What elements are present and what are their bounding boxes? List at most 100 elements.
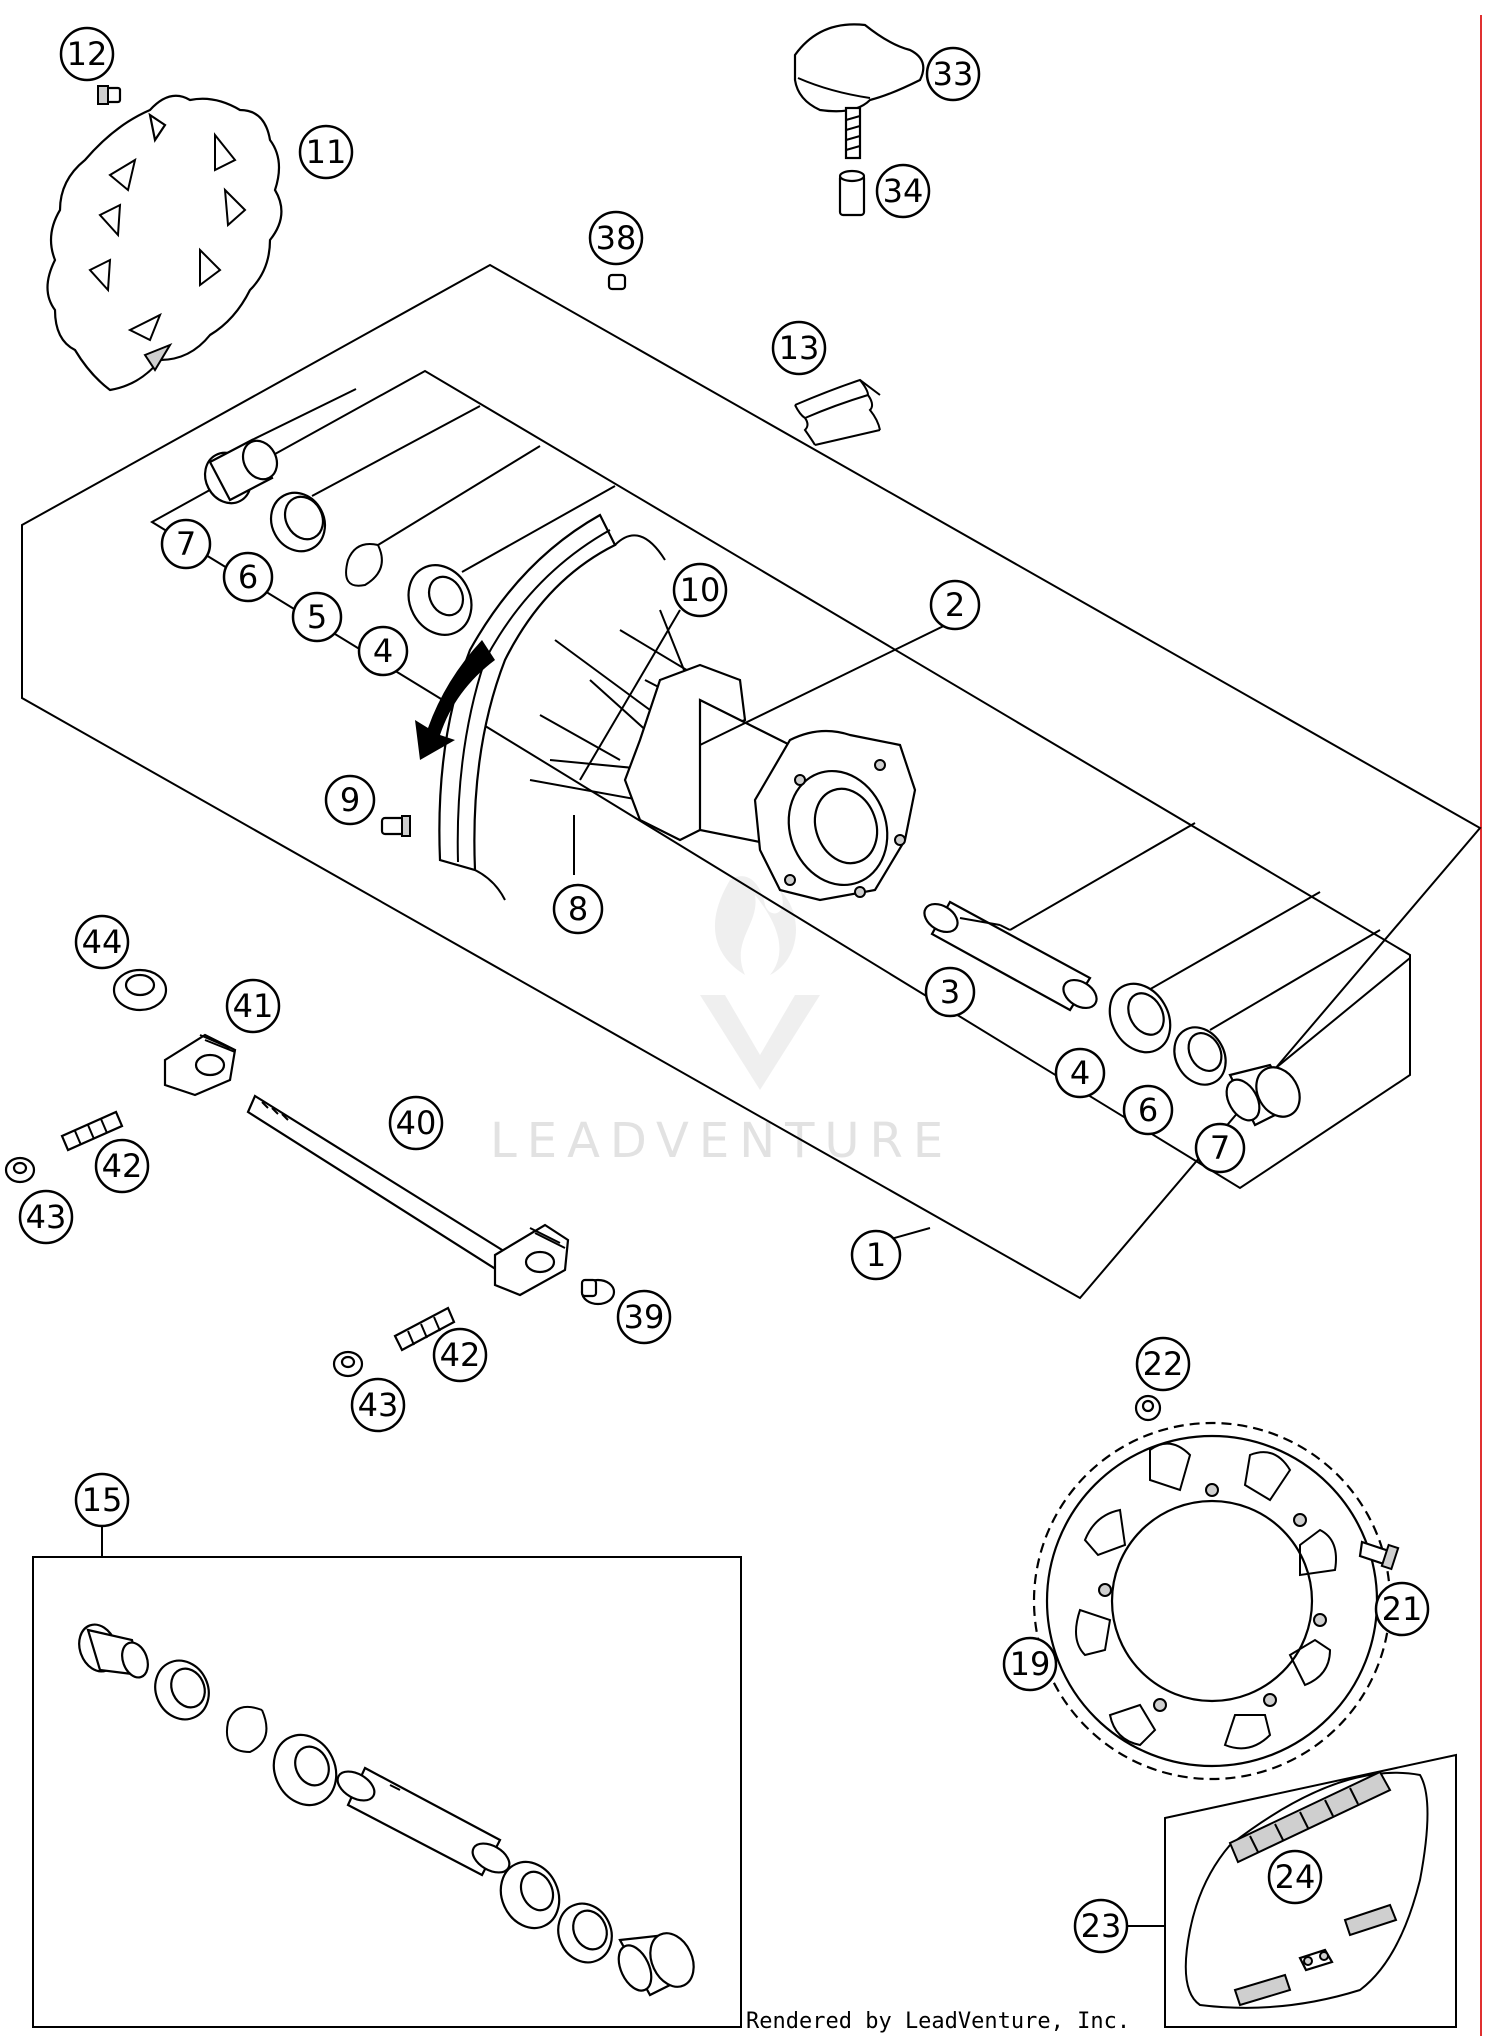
callout-34: 34	[875, 163, 931, 219]
kit-circlip	[226, 1706, 268, 1754]
sprocket-bolt	[1358, 1540, 1400, 1571]
master-link	[1298, 1948, 1334, 1972]
disc-bolt	[97, 85, 122, 105]
svg-text:40: 40	[396, 1104, 437, 1142]
rim-lock	[793, 23, 925, 160]
callout-23: 23	[1073, 1898, 1129, 1954]
axle-nut	[112, 968, 168, 1012]
chain-adjuster-left	[163, 1033, 237, 1097]
svg-text:4: 4	[1070, 1054, 1090, 1092]
svg-text:42: 42	[440, 1336, 481, 1374]
spoke-nipple	[380, 815, 411, 837]
rim-tape	[794, 378, 881, 446]
svg-text:8: 8	[568, 890, 588, 928]
kit-spacer-left	[78, 1623, 149, 1679]
svg-text:12: 12	[67, 35, 108, 73]
footer-credit: Rendered by LeadVenture, Inc.	[746, 2009, 1130, 2034]
sprocket-nut	[1134, 1394, 1162, 1422]
adjuster-nut-left	[4, 1156, 36, 1184]
rear-sprocket	[1032, 1421, 1392, 1781]
svg-text:33: 33	[933, 55, 974, 93]
callout-11: 11	[298, 124, 354, 180]
svg-text:39: 39	[624, 1298, 665, 1336]
callout-8: 8	[552, 883, 604, 935]
seal-right	[1173, 1026, 1227, 1086]
svg-text:24: 24	[1275, 1858, 1316, 1896]
adjuster-nut-right	[332, 1350, 364, 1378]
callout-44: 44	[74, 914, 130, 970]
callout-40: 40	[388, 1095, 444, 1151]
svg-text:42: 42	[102, 1147, 143, 1185]
svg-text:13: 13	[779, 329, 820, 367]
callout-13: 13	[771, 320, 827, 376]
callout-2: 2	[929, 579, 981, 631]
svg-text:22: 22	[1143, 1345, 1184, 1383]
callout-24: 24	[1267, 1849, 1323, 1905]
wheel-assembly-frame	[21, 263, 1482, 1300]
svg-text:4: 4	[373, 632, 393, 670]
svg-text:6: 6	[1138, 1091, 1158, 1129]
chain-frame	[1164, 1753, 1457, 2028]
rotation-arrow	[415, 640, 495, 760]
rim	[438, 513, 666, 901]
hub	[623, 663, 917, 902]
callout-12: 12	[59, 26, 115, 82]
bearing-kit-frame	[32, 1556, 742, 2028]
svg-text:15: 15	[82, 1481, 123, 1519]
callout-5: 5	[291, 591, 343, 643]
svg-text:11: 11	[306, 133, 347, 171]
watermark-logo	[700, 876, 820, 1090]
valve-cap	[607, 273, 627, 291]
callout-7-right: 7	[1194, 1122, 1246, 1174]
rim-lock-nut	[838, 169, 866, 217]
kit-seal-left	[154, 1659, 210, 1721]
svg-text:6: 6	[238, 558, 258, 596]
svg-text:21: 21	[1382, 1590, 1423, 1628]
callout-43-left: 43	[18, 1189, 74, 1245]
svg-text:2: 2	[945, 586, 965, 624]
callout-15: 15	[74, 1472, 130, 1528]
callout-43-right: 43	[350, 1377, 406, 1433]
svg-text:5: 5	[307, 598, 327, 636]
spacer-right	[1225, 1063, 1301, 1127]
svg-text:23: 23	[1081, 1907, 1122, 1945]
seal-left	[269, 491, 327, 553]
axle-plug	[580, 1278, 616, 1306]
spacer-tube	[923, 900, 1098, 1012]
callout-6-right: 6	[1122, 1084, 1174, 1136]
callout-6-left: 6	[222, 551, 274, 603]
svg-text:7: 7	[176, 525, 196, 563]
callout-9: 9	[324, 774, 376, 826]
callout-39: 39	[616, 1289, 672, 1345]
spacer-left	[203, 438, 279, 505]
callout-3: 3	[924, 966, 976, 1018]
svg-text:43: 43	[358, 1386, 399, 1424]
adjuster-bolt-left	[60, 1110, 124, 1152]
watermark-text: LEADVENTURE	[490, 1113, 953, 1169]
svg-text:3: 3	[940, 973, 960, 1011]
svg-text:1: 1	[866, 1236, 886, 1274]
callout-21: 21	[1374, 1581, 1430, 1637]
svg-text:9: 9	[340, 781, 360, 819]
svg-text:38: 38	[596, 219, 637, 257]
callout-22: 22	[1135, 1336, 1191, 1392]
callout-10: 10	[672, 562, 728, 618]
svg-text:34: 34	[883, 172, 924, 210]
kit-bearing-right	[499, 1860, 561, 1930]
callout-7-left: 7	[160, 518, 212, 570]
callout-41: 41	[225, 978, 281, 1034]
chain	[1184, 1770, 1429, 2009]
svg-text:19: 19	[1010, 1645, 1051, 1683]
svg-text:43: 43	[26, 1198, 67, 1236]
svg-text:44: 44	[82, 923, 123, 961]
kit-spacer-right	[617, 1932, 695, 1997]
kit-seal-right	[557, 1902, 613, 1964]
svg-text:7: 7	[1210, 1129, 1230, 1167]
callout-42-left: 42	[94, 1138, 150, 1194]
bearing-left	[407, 564, 473, 636]
callout-38: 38	[588, 210, 644, 266]
svg-text:10: 10	[680, 571, 721, 609]
callout-33: 33	[925, 46, 981, 102]
callout-19: 19	[1002, 1636, 1058, 1692]
